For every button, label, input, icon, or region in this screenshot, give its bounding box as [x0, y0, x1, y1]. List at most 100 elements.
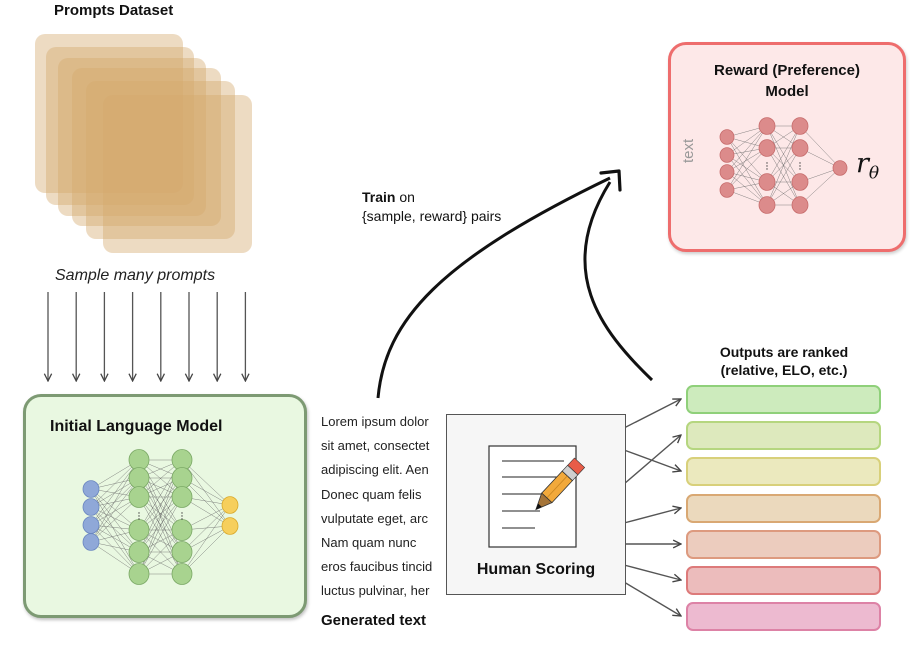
network-edge — [181, 504, 231, 575]
ranked-output-box — [686, 494, 881, 523]
ellipsis-dot — [181, 515, 183, 517]
train-label-bold: Train — [362, 189, 396, 205]
network-edge — [726, 125, 768, 173]
network-node — [758, 196, 776, 214]
network-edge — [181, 504, 231, 553]
network-edge — [181, 477, 231, 527]
ellipsis-dot — [181, 512, 183, 514]
reward-model-input-label: text — [680, 138, 697, 163]
prompts-dataset-title: Prompts Dataset — [54, 2, 174, 19]
ellipsis-dot — [766, 165, 768, 167]
network-edge — [90, 459, 140, 508]
network-node — [128, 563, 150, 585]
prompt-sheet — [72, 68, 221, 226]
network-node — [791, 196, 809, 214]
initial-language-model-box — [23, 394, 307, 618]
network-node — [791, 139, 809, 157]
generated-text-line: adipiscing elit. Aen — [321, 462, 429, 478]
network-node — [832, 160, 848, 176]
network-edge — [726, 154, 768, 206]
ellipsis-dot — [138, 518, 140, 520]
network-edge — [799, 125, 841, 169]
ranked-outputs-title-line1: Outputs are ranked — [719, 344, 849, 360]
scoring-arrow — [623, 508, 681, 524]
generated-text-line: Lorem ipsum dolor — [321, 414, 429, 429]
scoring-arrows — [623, 399, 681, 616]
network-node — [758, 173, 776, 191]
scoring-arrow — [623, 435, 681, 485]
network-node — [719, 164, 735, 180]
ellipsis-dot — [799, 165, 801, 167]
network-edge — [726, 136, 768, 183]
sample-many-prompts-label: Sample many prompts — [55, 267, 216, 284]
train-label-on: on — [395, 189, 415, 205]
ranked-outputs-title: Outputs are ranked (relative, ELO, etc.) — [686, 343, 882, 379]
network-node — [758, 139, 776, 157]
generated-text-line: Nam quam nunc — [321, 535, 417, 551]
ellipsis-dot — [138, 515, 140, 517]
network-edge — [90, 477, 140, 543]
network-node — [128, 467, 150, 489]
scoring-arrow — [623, 581, 681, 616]
network-node — [758, 117, 776, 135]
sample-arrows — [48, 292, 245, 381]
network-edge — [726, 136, 768, 206]
ellipsis-dot — [799, 168, 801, 170]
ranked-output-box — [686, 385, 881, 414]
ranked-output-box — [686, 530, 881, 559]
network-edge — [799, 167, 841, 206]
network-node — [82, 480, 100, 498]
network-node — [221, 517, 239, 535]
ellipsis-dot — [138, 512, 140, 514]
prompt-sheet — [58, 58, 206, 216]
network-edge — [726, 171, 768, 206]
network-edge — [90, 524, 140, 575]
network-node — [171, 563, 193, 585]
initial-lm-network — [82, 449, 239, 585]
train-arrow-head-icon — [599, 169, 622, 192]
generated-text-title: Generated text — [321, 612, 427, 629]
network-edge — [766, 125, 801, 183]
network-edge — [90, 488, 140, 575]
human-scoring-box — [446, 414, 626, 595]
network-node — [82, 533, 100, 551]
network-edge — [181, 459, 231, 506]
reward-symbol-r: r — [856, 148, 869, 179]
network-node — [128, 541, 150, 563]
reward-model-title: Reward (Preference) Model — [668, 60, 906, 102]
network-node — [128, 486, 150, 508]
network-node — [171, 486, 193, 508]
network-node — [221, 496, 239, 514]
network-edge — [726, 125, 768, 191]
prompt-sheet — [86, 81, 235, 239]
network-edge — [90, 477, 140, 526]
ranked-output-box — [686, 602, 881, 631]
reward-model-network — [719, 117, 848, 214]
network-edge — [726, 147, 768, 191]
scoring-arrow — [623, 564, 681, 580]
scoring-arrow — [623, 399, 681, 429]
network-node — [171, 467, 193, 489]
train-label-pairs: {sample, reward} pairs — [362, 208, 502, 224]
reward-output-symbol: rθ — [856, 148, 879, 183]
ellipsis-dot — [766, 168, 768, 170]
ranked-outputs-title-line2: (relative, ELO, etc.) — [720, 362, 848, 378]
reward-model-title-line2: Model — [765, 83, 809, 100]
network-node — [719, 129, 735, 145]
network-node — [128, 519, 150, 541]
network-node — [719, 147, 735, 163]
prompt-sheet — [46, 47, 194, 205]
network-edge — [90, 459, 140, 526]
network-node — [791, 173, 809, 191]
train-arrow-curve — [376, 176, 611, 399]
generated-text-line: luctus pulvinar, her — [321, 583, 430, 599]
network-node — [791, 117, 809, 135]
scoring-arrow — [623, 449, 681, 471]
network-edge — [138, 496, 183, 575]
initial-language-model-title: Initial Language Model — [50, 418, 223, 435]
ranked-output-box — [686, 566, 881, 595]
ellipsis-dot — [181, 518, 183, 520]
network-node — [719, 182, 735, 198]
